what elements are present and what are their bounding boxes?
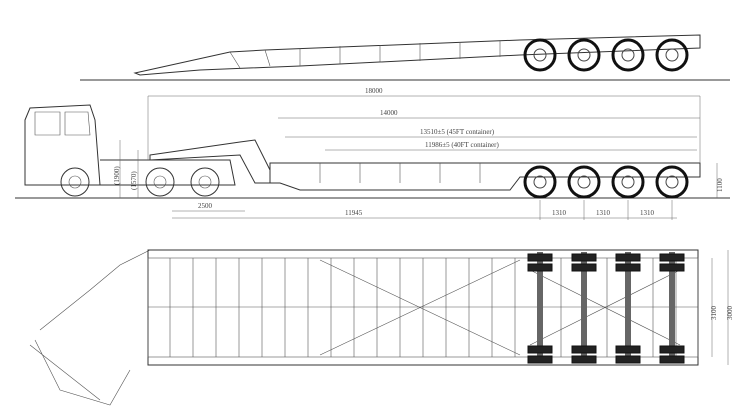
- dim-wheelbase: 2500: [198, 202, 213, 210]
- tire: [527, 263, 553, 272]
- wheel-hub: [621, 175, 635, 189]
- dim-inner-width: 3100: [710, 306, 718, 321]
- wheel-hub: [621, 48, 635, 62]
- tire: [615, 253, 641, 262]
- tire: [571, 253, 597, 262]
- wheel: [611, 165, 645, 199]
- dim-axle-3: 1310: [640, 209, 655, 217]
- wheel: [567, 165, 601, 199]
- wheel-hub: [577, 175, 591, 189]
- tire: [659, 345, 685, 354]
- tire: [659, 355, 685, 364]
- tire: [615, 345, 641, 354]
- dim-overall-length: 18000: [365, 87, 383, 95]
- axle: [625, 252, 631, 363]
- side-view-with-tractor: 18000 14000 13510±5 (45FT container) 119…: [15, 87, 730, 220]
- dim-deck-length: 14000: [380, 109, 398, 117]
- top-view: 3100 3000: [29, 249, 734, 406]
- wheel-hub: [665, 48, 679, 62]
- wheel-hub: [533, 48, 547, 62]
- wheel: [655, 165, 689, 199]
- wheel: [611, 38, 645, 72]
- dim-gooseneck-height: (1900): [113, 166, 121, 185]
- dim-deck-height: 1100: [716, 178, 724, 192]
- tire: [527, 345, 553, 354]
- tire: [571, 263, 597, 272]
- dim-45ft: 13510±5 (45FT container): [420, 128, 495, 136]
- wheel: [523, 165, 557, 199]
- tire: [527, 253, 553, 262]
- wheel-hub: [533, 175, 547, 189]
- tire: [571, 355, 597, 364]
- side-view-unhitched: [80, 34, 730, 81]
- dim-axle-1: 1310: [552, 209, 567, 217]
- dim-kingpin-axle: 11945: [345, 209, 363, 217]
- dim-axle-2: 1310: [596, 209, 611, 217]
- tire: [615, 355, 641, 364]
- wheel-hub: [665, 175, 679, 189]
- dim-overall-width: 3000: [726, 306, 734, 321]
- tire: [659, 253, 685, 262]
- wheel: [523, 38, 557, 72]
- axle: [669, 252, 675, 363]
- tire: [527, 355, 553, 364]
- wheel: [655, 38, 689, 72]
- axle: [537, 252, 543, 363]
- dim-40ft: 11986±5 (40FT container): [425, 141, 499, 149]
- dim-fifth-wheel: (1570): [130, 171, 138, 190]
- tire: [571, 345, 597, 354]
- tire: [659, 263, 685, 272]
- tire: [615, 263, 641, 272]
- wheel: [567, 38, 601, 72]
- wheel-hub: [577, 48, 591, 62]
- axle: [581, 252, 587, 363]
